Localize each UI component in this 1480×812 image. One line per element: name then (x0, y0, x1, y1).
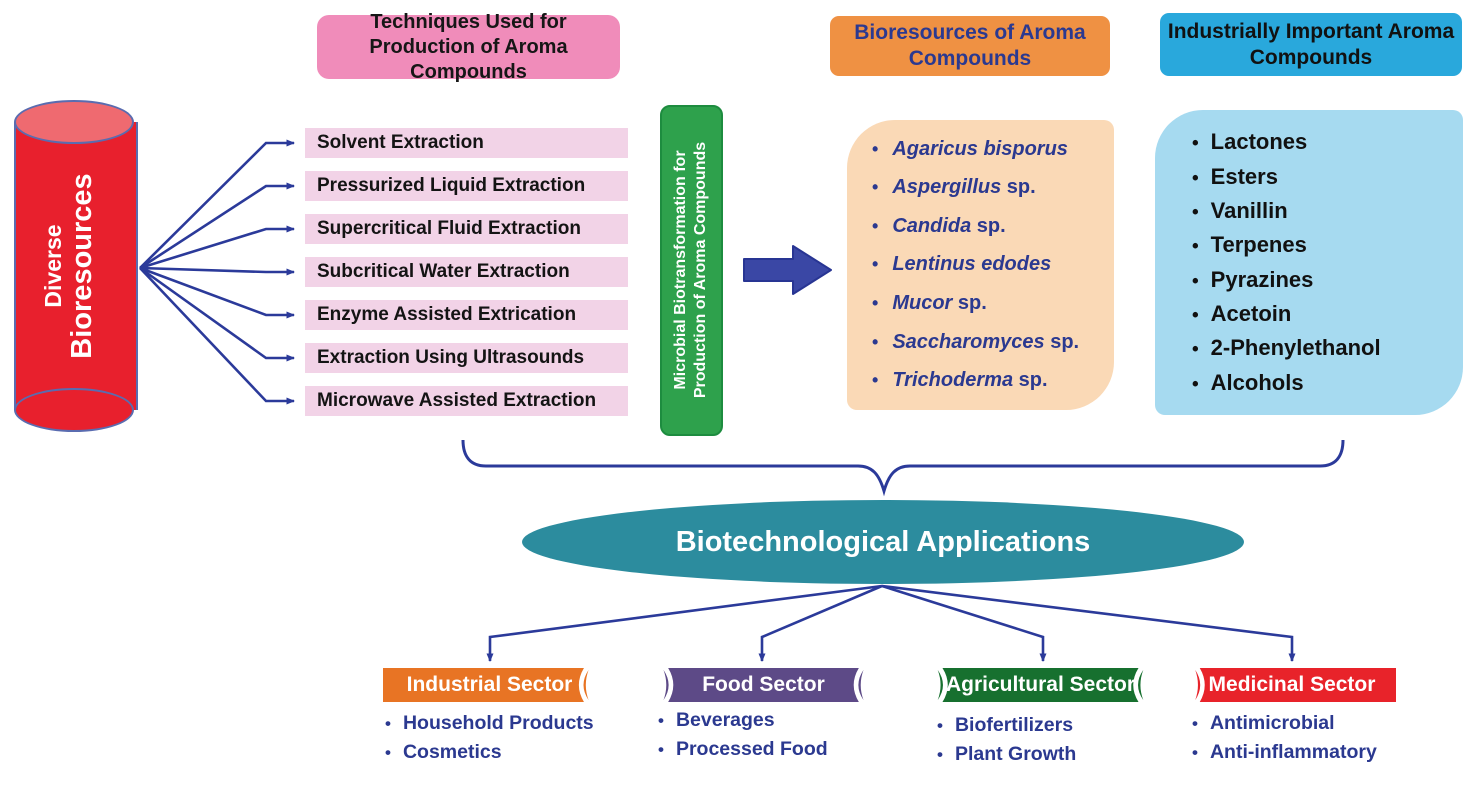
species-name: Trichoderma (892, 369, 1014, 392)
sector-list-item: Plant Growth (937, 740, 1076, 769)
technique-row: Extraction Using Ultrasounds (305, 343, 628, 373)
species-name: Agaricus bisporus (892, 137, 1068, 160)
sector-list-item: Household Products (385, 709, 594, 738)
sector-ribbon-medicinal: Medicinal Sector (1188, 668, 1396, 702)
species-suffix: sp. (1013, 369, 1048, 392)
sector-arrow-icon (486, 584, 883, 662)
sector-list-item: Antimicrobial (1192, 709, 1377, 738)
microbial-biotransformation-label: Microbial Biotransformation for Producti… (672, 141, 709, 399)
species-item: Agaricus bisporus (872, 138, 1107, 161)
sector-label: Food Sector (702, 673, 825, 696)
ribbon-shape-icon (1195, 668, 1396, 702)
sector-ribbon-food: Food Sector (656, 668, 871, 702)
fan-arrow-icon (139, 266, 295, 276)
fan-arrow-icon (139, 266, 295, 319)
compound-item: 2-Phenylethanol (1192, 335, 1442, 361)
ribbon-shape-icon (383, 668, 589, 702)
technique-row: Enzyme Assisted Extrication (305, 300, 628, 330)
species-item: Lentinus edodes (872, 253, 1107, 276)
sector-list-item: Cosmetics (385, 738, 594, 767)
sector-arrow-icon (881, 584, 1296, 662)
cylinder-label-line1: Diverse (40, 224, 66, 308)
block-arrow-right-icon (743, 245, 832, 295)
fan-arrow-icon (139, 267, 295, 405)
sector-list-item: Processed Food (658, 735, 828, 764)
species-item: Trichoderma sp. (872, 369, 1107, 392)
bioresources-cylinder-bottom (14, 388, 134, 432)
sector-arrow-icon (881, 584, 1047, 662)
sector-ribbon-industrial: Industrial Sector (383, 668, 596, 702)
curly-brace-icon (461, 439, 1345, 497)
technique-row: Supercritical Fluid Extraction (305, 214, 628, 244)
species-suffix: sp. (952, 292, 987, 315)
bioresources-cylinder-top (14, 100, 134, 144)
technique-row: Subcritical Water Extraction (305, 257, 628, 287)
species-suffix: sp. (971, 214, 1006, 237)
ribbon-shape-icon (663, 668, 864, 702)
sector-list-item: Biofertilizers (937, 711, 1076, 740)
bioresources-header: Bioresources of Aroma Compounds (830, 16, 1110, 76)
species-name: Aspergillus (892, 176, 1002, 199)
species-name: Mucor (892, 292, 953, 315)
ribbon-shape-icon (937, 668, 1144, 702)
aroma-compounds-box (1155, 110, 1463, 415)
fan-arrow-icon (139, 225, 295, 270)
species-name: Lentinus edodes (892, 253, 1052, 276)
species-suffix: sp. (1044, 330, 1080, 353)
compound-item: Esters (1192, 164, 1442, 190)
fan-arrow-icon (139, 139, 295, 269)
sector-list-item: Anti-inflammatory (1192, 738, 1377, 767)
sector-label: Medicinal Sector (1208, 673, 1376, 696)
species-item: Saccharomyces sp. (872, 331, 1107, 354)
bioresources-cylinder-label: Diverse Bioresources (40, 106, 110, 426)
bioresources-species-list: Agaricus bisporus Aspergillus sp. Candid… (872, 130, 1107, 400)
compound-item: Alcohols (1192, 370, 1442, 396)
sector-arrow-icon (758, 584, 883, 662)
fan-arrow-icon (139, 182, 295, 270)
technique-row: Solvent Extraction (305, 128, 628, 158)
technique-row: Microwave Assisted Extraction (305, 386, 628, 416)
techniques-header: Techniques Used for Production of Aroma … (317, 11, 620, 83)
microbial-biotransformation-box (660, 105, 723, 436)
species-item: Aspergillus sp. (872, 176, 1107, 199)
sector-label: Agricultural Sector (945, 673, 1136, 696)
sector-list-agricultural: Biofertilizers Plant Growth (937, 711, 1076, 769)
species-name: Saccharomyces (892, 330, 1045, 353)
sector-ribbon-agricultural: Agricultural Sector (930, 668, 1151, 702)
biotech-applications-ellipse: Biotechnological Applications (522, 500, 1244, 584)
species-suffix: sp. (1001, 176, 1036, 199)
compound-item: Lactones (1192, 129, 1442, 155)
industrial-compounds-header: Industrially Important Aroma Compounds (1160, 13, 1462, 76)
sector-list-item: Beverages (658, 706, 828, 735)
sector-list-medicinal: Antimicrobial Anti-inflammatory (1192, 709, 1377, 767)
species-name: Candida (892, 214, 972, 237)
compound-item: Vanillin (1192, 198, 1442, 224)
cylinder-label-line2: Bioresources (66, 173, 98, 359)
compound-item: Terpenes (1192, 232, 1442, 258)
technique-row: Pressurized Liquid Extraction (305, 171, 628, 201)
sector-label: Industrial Sector (406, 673, 573, 696)
sector-list-food: Beverages Processed Food (658, 706, 828, 764)
compound-item: Pyrazines (1192, 267, 1442, 293)
sector-list-industrial: Household Products Cosmetics (385, 709, 594, 767)
compound-item: Acetoin (1192, 301, 1442, 327)
fan-arrow-icon (139, 266, 295, 362)
species-item: Mucor sp. (872, 292, 1107, 315)
aroma-compounds-list: Lactones Esters Vanillin Terpenes Pyrazi… (1192, 125, 1442, 400)
bioresources-cylinder-body (14, 122, 138, 410)
species-item: Candida sp. (872, 215, 1107, 238)
